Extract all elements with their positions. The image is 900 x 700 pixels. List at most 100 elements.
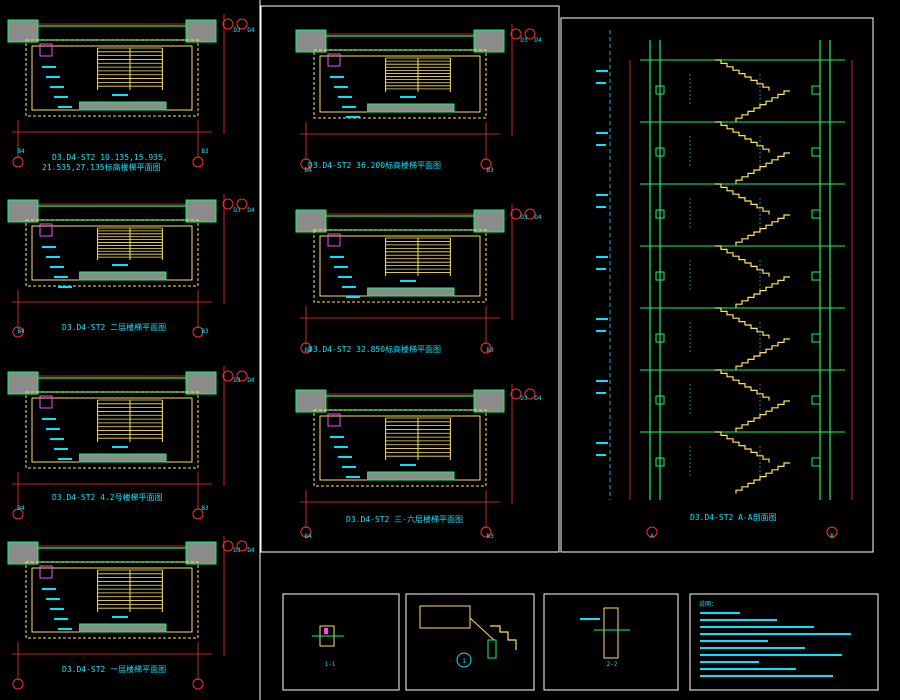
stair-walls (25, 391, 199, 469)
detail-frame-2 (405, 593, 535, 691)
detail-1-rebar (324, 628, 328, 634)
notes-title: 说明： (699, 600, 717, 608)
axis-bubble-bottom-right (192, 678, 204, 690)
stair-walls (313, 409, 487, 487)
column-left (295, 389, 327, 413)
annotation-text (58, 106, 72, 108)
detail-2-step (490, 625, 517, 650)
column-right (473, 209, 505, 233)
plan-title-6: D3.D4-ST2 32.850标高楼梯平面图 (308, 344, 441, 354)
stair-walls (25, 219, 199, 287)
door-swing (39, 565, 53, 579)
level-annotation (596, 206, 606, 208)
axis-bubble-bottom-right (480, 342, 492, 354)
axis-bubble-bottom-right (192, 326, 204, 338)
stair-flight-down (715, 307, 770, 339)
notes-text-line (700, 619, 777, 621)
axis-bubble-bottom-left (300, 158, 312, 170)
axis-b3-p1: B3 (201, 148, 209, 155)
level-annotation (596, 268, 606, 270)
axis-bubble-top-1 (222, 540, 234, 552)
annotation-text (334, 266, 348, 268)
annotation-text (42, 418, 56, 420)
axis-bubble-bottom-right (192, 156, 204, 168)
axis-d3-p2: D3 (233, 207, 241, 214)
axis-bubble-top-2 (524, 388, 536, 400)
annotation-text (46, 598, 60, 600)
annotation-text (400, 464, 416, 466)
axis-bubble-bottom-left (300, 526, 312, 538)
section-title: D3.D4-ST2 A-A剖面图 (690, 512, 777, 522)
section-beam (811, 395, 821, 405)
plan-title-3: D3.D4-ST2 4.2号楼梯平面图 (52, 492, 163, 502)
annotation-text (50, 86, 64, 88)
annotation-text (346, 476, 360, 478)
level-annotation (596, 194, 608, 196)
column-right (185, 541, 217, 565)
level-annotation (596, 132, 608, 134)
axis-b3-p6: B3 (486, 347, 494, 354)
annotation-text (112, 616, 128, 618)
stair-flight-up (735, 276, 790, 308)
annotation-text (58, 458, 72, 460)
detail-callout-number: 1 (462, 658, 466, 665)
axis-bubble-top-2 (524, 28, 536, 40)
door-swing (39, 223, 53, 237)
axis-a-section: A (650, 533, 654, 540)
stair-flight-up (735, 214, 790, 246)
annotation-text (54, 448, 68, 450)
annotation-text (346, 296, 360, 298)
axis-b4-p3: B4 (17, 505, 25, 512)
detail-drawings (312, 605, 851, 677)
annotation-text (58, 628, 72, 630)
notes-text-line (700, 626, 814, 628)
column-right (185, 19, 217, 43)
detail-3-label: 2-2 (607, 661, 618, 668)
notes-text-line (700, 640, 768, 642)
stair-plan-6 (295, 204, 536, 354)
landing-slab (367, 103, 455, 113)
column-right (473, 29, 505, 53)
stair-plan-1 (7, 14, 248, 168)
axis-bubble-b (826, 526, 838, 538)
axis-bubble-top-2 (236, 198, 248, 210)
annotation-text (46, 256, 60, 258)
axis-b3-p5: B3 (486, 167, 494, 174)
detail-1-label: 1-1 (325, 661, 336, 668)
stair-walls (25, 561, 199, 639)
landing-slab (79, 623, 167, 633)
stair-flight-down (715, 183, 770, 215)
annotation-text (334, 446, 348, 448)
stair-flight-up (735, 400, 790, 432)
landing-slab (79, 101, 167, 111)
column-left (7, 371, 39, 395)
axis-d4-p2: D4 (247, 207, 255, 214)
notes-text-line (700, 654, 842, 656)
axis-bubble-bottom-right (480, 526, 492, 538)
section-beam (811, 457, 821, 467)
annotation-text (342, 286, 356, 288)
stair-plan-5 (295, 24, 536, 170)
annotation-text (338, 96, 352, 98)
annotation-text (54, 618, 68, 620)
axis-bubble-a (646, 526, 658, 538)
level-annotation (596, 392, 606, 394)
annotation-text (42, 588, 56, 590)
detail-frame-3 (543, 593, 679, 691)
detail-3-column (603, 607, 619, 659)
stair-walls (313, 229, 487, 303)
axis-b4-p2: B4 (17, 328, 25, 335)
sheet-frames (260, 5, 879, 691)
axis-bubble-top-1 (510, 28, 522, 40)
stair-plan-4 (7, 536, 248, 690)
detail-2-leader (469, 617, 495, 641)
axis-bubble-top-2 (236, 540, 248, 552)
stair-section-a-a (596, 30, 853, 538)
stair-flight-down (715, 369, 770, 401)
notes-text-line (700, 612, 740, 614)
stair-flight-up (735, 152, 790, 184)
level-annotation (596, 70, 608, 72)
door-swing (327, 53, 341, 67)
axis-bubble-top-1 (510, 388, 522, 400)
